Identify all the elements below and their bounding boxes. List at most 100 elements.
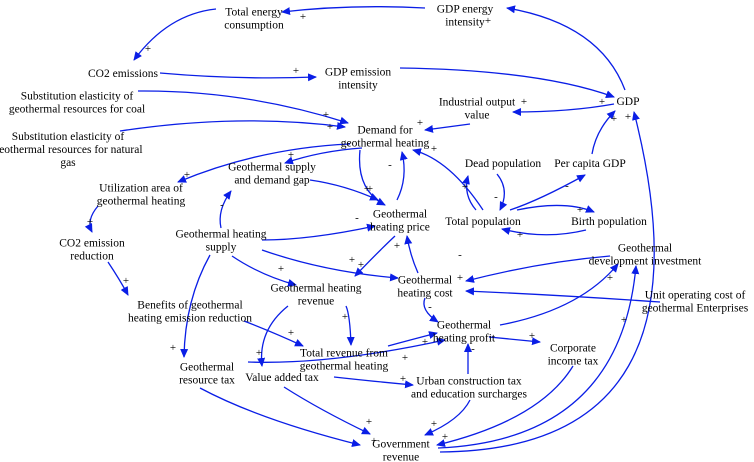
polarity-sign: +: [611, 113, 617, 125]
causal-link-supply-price: [261, 223, 376, 241]
node-label-line: income tax: [548, 356, 599, 368]
node-label-line: revenue: [298, 296, 334, 308]
polarity-sign: +: [256, 347, 262, 359]
polarity-sign: +: [621, 314, 627, 326]
causal-link-industrial-demand: [424, 123, 471, 133]
node-label-line: geothermal Enterprises: [642, 303, 749, 315]
node-label-line: heating emission reduction: [128, 313, 252, 325]
polarity-sign: +: [577, 204, 583, 216]
polarity-sign: +: [485, 15, 491, 27]
causal-link-subgas-demand: [119, 120, 346, 132]
node-label-line: intensity: [338, 80, 378, 92]
node-label-line: Per capita GDP: [554, 158, 626, 170]
causal-link-price-demand: [396, 151, 408, 201]
polarity-layer: ++++++++++++-++--+++-+-+++++++-+-++++++-…: [87, 11, 631, 447]
causal-link-profit-devinvest: [499, 263, 619, 326]
node-total-pop: Total population: [445, 216, 521, 228]
node-label-line: Geothermal: [437, 320, 491, 332]
causal-link-dead-totalpop: [496, 173, 508, 211]
polarity-sign: +: [364, 183, 370, 195]
node-label-line: Industrial output: [439, 97, 516, 109]
node-dead-pop: Dead population: [465, 158, 542, 170]
causal-link-price-revenue: [354, 235, 396, 277]
causal-link-totalrev-profit: [387, 331, 438, 347]
polarity-sign: +: [457, 272, 463, 284]
node-label-line: reduction: [70, 251, 114, 263]
node-label-line: Total revenue from: [300, 348, 388, 360]
node-label-line: Birth population: [571, 216, 647, 228]
causal-link-resourcetax-profit: [247, 337, 446, 363]
node-label-line: Demand for: [357, 125, 412, 137]
node-label-line: Geothermal heating: [175, 229, 266, 241]
causal-link-govrev-devinvest: [437, 265, 640, 449]
node-per-capita: Per capita GDP: [554, 158, 626, 170]
causal-link-govrev-gdp: [439, 111, 655, 453]
polarity-sign: +: [400, 373, 406, 385]
node-label-line: Geothermal supply: [228, 162, 316, 174]
polarity-sign: +: [431, 143, 437, 155]
causal-link-totalenergy-co2: [133, 8, 217, 61]
polarity-sign: +: [402, 352, 408, 364]
causal-link-totalpop-percapita: [509, 174, 586, 211]
polarity-sign: +: [394, 240, 400, 252]
polarity-sign: +: [342, 311, 348, 323]
node-label-line: GDP energy: [437, 4, 494, 16]
node-label-line: Geothermal: [618, 243, 672, 255]
causal-link-cost-profit: [423, 297, 439, 323]
polarity-sign: +: [422, 336, 428, 348]
polarity-sign: +: [431, 418, 437, 430]
polarity-sign: -: [220, 199, 224, 211]
polarity-sign: +: [87, 216, 93, 228]
causal-link-demand-price: [358, 149, 386, 206]
node-label-line: supply: [206, 242, 237, 254]
polarity-sign: +: [145, 43, 151, 55]
causal-link-percapita-gdp: [591, 110, 616, 155]
causal-link-totalpop-birth: [516, 204, 595, 213]
polarity-sign: -: [388, 159, 392, 171]
node-label-line: Unit operating cost of: [645, 290, 746, 302]
polarity-sign: -: [428, 301, 432, 313]
node-label-line: Benefits of geothermal: [137, 300, 242, 312]
causal-link-co2red-benefits: [107, 261, 129, 296]
node-gdp: GDP: [616, 96, 639, 108]
polarity-sign: -: [355, 212, 359, 224]
polarity-sign: +: [521, 96, 527, 108]
polarity-sign: +: [607, 272, 613, 284]
polarity-sign: +: [349, 254, 355, 266]
node-label-line: consumption: [224, 20, 284, 32]
causal-link-profit-corptax: [488, 336, 541, 346]
causal-link-benefits-totalrev: [243, 320, 304, 347]
node-label-line: CO2 emission: [59, 238, 125, 250]
polarity-sign: +: [366, 416, 372, 428]
polarity-sign: +: [293, 65, 299, 77]
node-label-line: geothermal heating: [341, 138, 430, 150]
causal-link-vat-urbantax: [333, 376, 414, 389]
node-label-line: Total energy: [225, 7, 283, 19]
causal-link-totalpop-demand: [412, 148, 484, 211]
node-label-line: heating profit: [433, 333, 496, 345]
causal-link-totalpop-dead: [462, 175, 477, 211]
polarity-sign: +: [170, 342, 176, 354]
causal-link-resourcetax-govrev: [199, 387, 361, 447]
node-label-line: heating price: [370, 222, 430, 234]
node-vat: Value added tax: [245, 372, 319, 384]
node-label-line: GDP emission: [325, 67, 392, 79]
polarity-sign: +: [288, 149, 294, 161]
node-label-line: Value added tax: [245, 372, 319, 384]
polarity-sign: +: [529, 330, 535, 342]
polarity-sign: -: [458, 249, 462, 261]
polarity-sign: +: [599, 96, 605, 108]
node-label-line: Utilization area of: [99, 183, 183, 195]
edges-layer: [84, 5, 661, 453]
polarity-sign: +: [442, 431, 448, 443]
